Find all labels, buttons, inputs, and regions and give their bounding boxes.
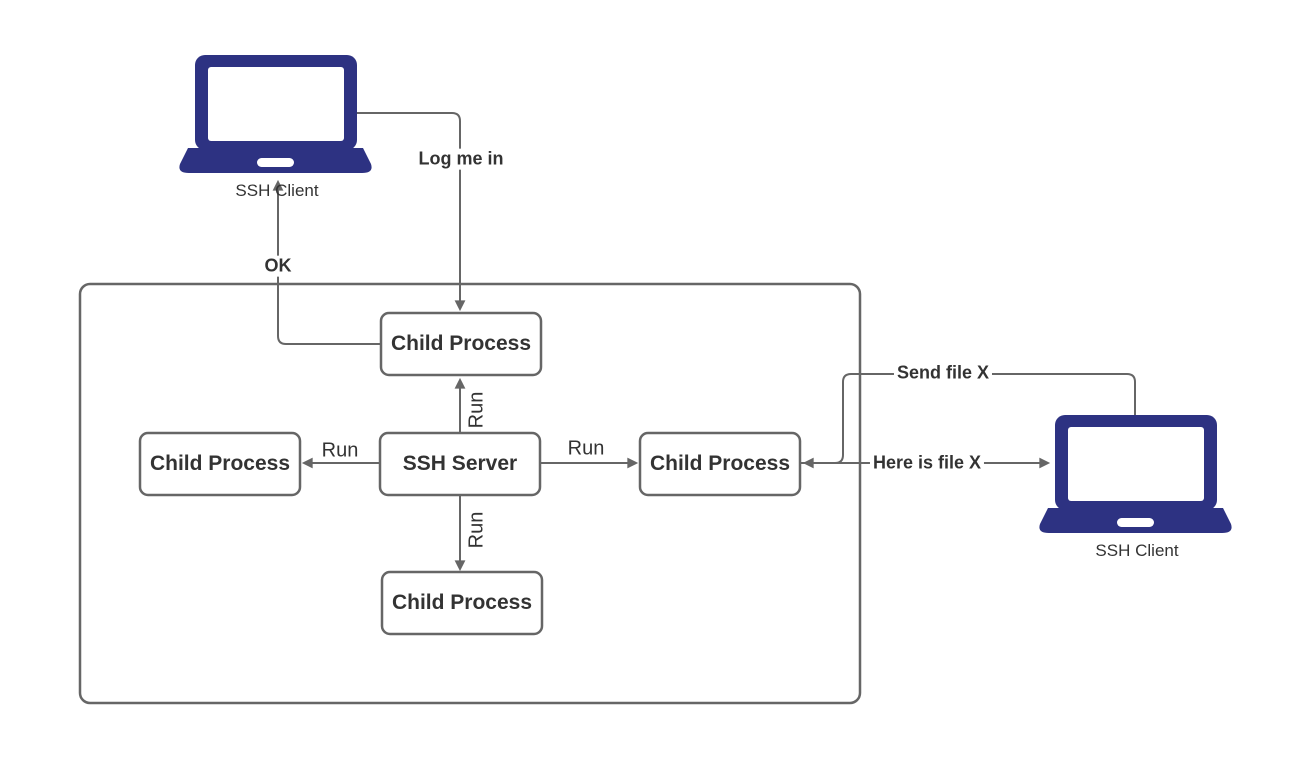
edge-label-run-bottom: Run bbox=[465, 511, 488, 549]
laptop-icon-right bbox=[1039, 415, 1232, 533]
child-process-right-label: Child Process bbox=[649, 451, 791, 475]
edge-label-send-file-x: Send file X bbox=[893, 362, 993, 384]
child-process-left-label: Child Process bbox=[149, 451, 291, 475]
child-process-top-label: Child Process bbox=[390, 331, 532, 355]
edge-label-run-right: Run bbox=[567, 437, 605, 460]
ssh-client-right-label: SSH Client bbox=[1095, 541, 1179, 561]
child-process-left-box bbox=[138, 431, 302, 497]
edge-label-here-is-file-x: Here is file X bbox=[869, 452, 985, 474]
ssh-server-label: SSH Server bbox=[402, 451, 518, 475]
edge-send-file-x bbox=[802, 373, 1136, 469]
edge-log-me-in bbox=[357, 112, 466, 312]
edge-ok bbox=[272, 179, 381, 345]
ssh-client-left-label: SSH Client bbox=[235, 181, 319, 201]
child-process-bottom-label: Child Process bbox=[391, 590, 533, 614]
edge-label-run-left: Run bbox=[321, 439, 359, 462]
edge-label-run-top: Run bbox=[465, 391, 488, 429]
laptop-icon-left bbox=[179, 55, 372, 173]
child-process-bottom-box bbox=[380, 570, 544, 636]
edge-label-log-me-in: Log me in bbox=[415, 148, 507, 170]
edge-label-ok: OK bbox=[261, 255, 295, 277]
server-host-boundary bbox=[78, 282, 862, 705]
